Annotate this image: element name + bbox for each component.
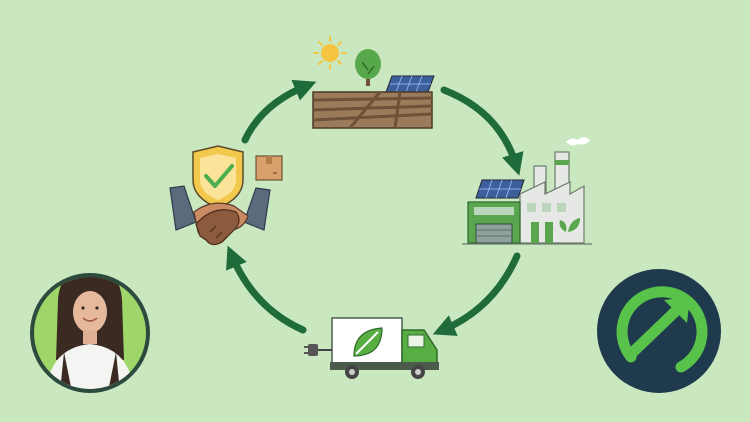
- parcel-box-icon: [255, 155, 283, 181]
- sun-icon: [313, 36, 347, 70]
- handshake-icon: [169, 185, 271, 246]
- tree-icon: [355, 49, 381, 86]
- farm-field-solar-icon: [312, 36, 435, 129]
- plowed-field-icon: [312, 91, 433, 129]
- green-factory-icon: [462, 137, 592, 245]
- handshake-shield-icon: [169, 145, 283, 246]
- leaf-icon: [559, 218, 580, 232]
- plug-icon: [304, 344, 332, 356]
- leaf-icon: [353, 327, 383, 357]
- smoke-icon: [566, 137, 590, 146]
- solar-panel-icon: [475, 179, 525, 199]
- circular-growth-arrow-logo: [597, 269, 721, 393]
- cycle-arrow-icon: [241, 79, 317, 144]
- presenter-avatar: [30, 273, 150, 393]
- cycle-arrow-icon: [226, 245, 307, 334]
- cycle-arrow-icon: [440, 86, 524, 176]
- electric-truck-icon: [304, 317, 439, 379]
- shield-check-icon: [192, 145, 244, 209]
- cycle-arrow-icon: [432, 252, 521, 336]
